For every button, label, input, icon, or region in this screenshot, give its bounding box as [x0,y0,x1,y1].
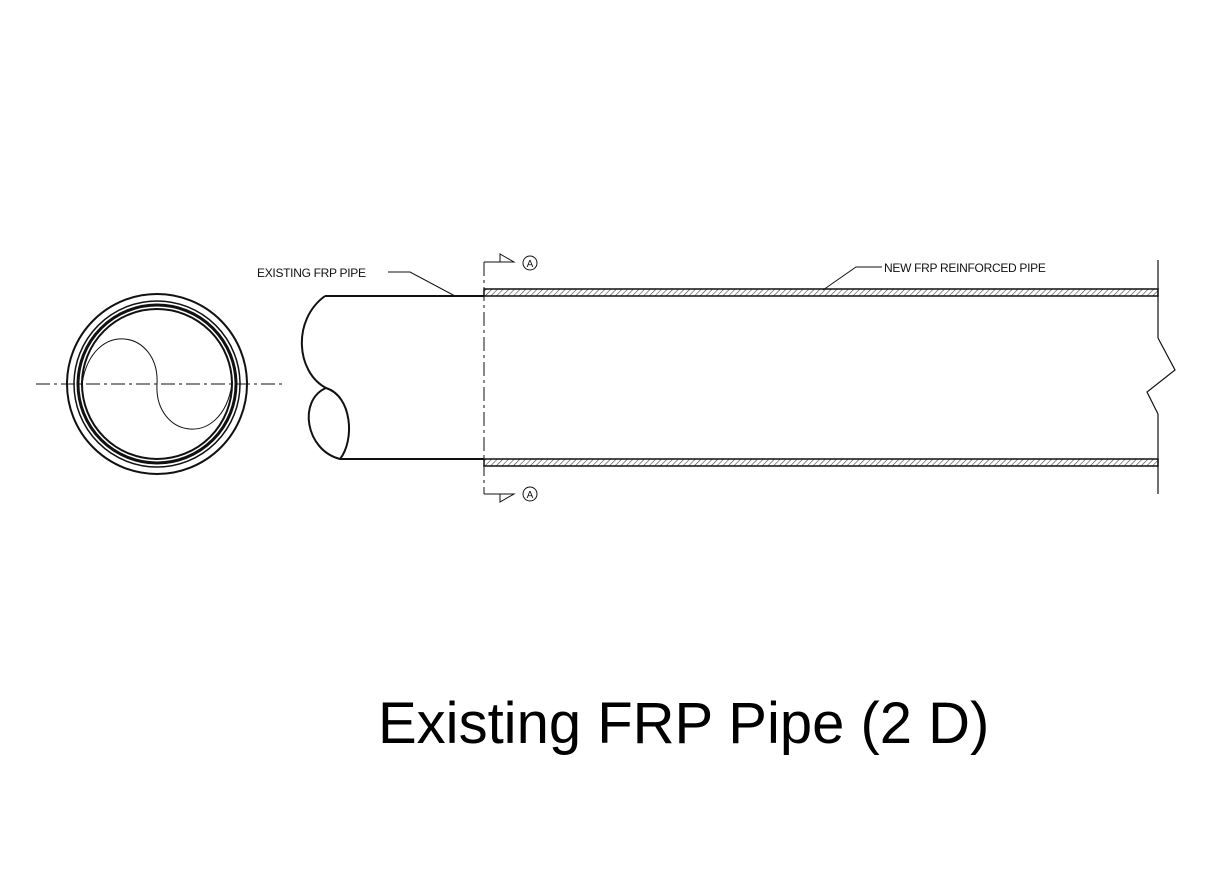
callout-new-pipe: NEW FRP REINFORCED PIPE [822,261,1046,291]
section-s-curve [81,338,233,430]
outer-wall-circle [66,293,248,475]
new-pipe-top-wall [483,288,1159,297]
break-line-lower-lobe [307,386,351,461]
right-break-line-zigzag [1146,337,1176,415]
section-label-top: A [527,259,534,270]
leader-existing-pipe [388,271,456,297]
new-pipe-bottom-wall [483,458,1159,467]
section-cut-a: A A [483,253,538,503]
section-bubble-bottom [522,486,538,502]
callout-existing-pipe-text: EXISTING FRP PIPE [257,266,366,280]
section-arrow-bottom-icon [499,493,516,503]
section-bubble-top [522,255,538,271]
callout-new-pipe-text: NEW FRP REINFORCED PIPE [884,261,1046,275]
leader-new-pipe [822,266,882,291]
page-title: Existing FRP Pipe (2 D) [378,691,990,756]
reinforcement-circle-mid [76,303,238,465]
section-arrow-top-icon [499,253,516,263]
existing-pipe-body [300,295,484,461]
callout-existing-pipe: EXISTING FRP PIPE [257,266,456,297]
new-pipe-body [483,260,1176,494]
reinforcement-circle-outer [73,300,241,468]
section-label-bottom: A [527,490,534,501]
break-line-upper [300,295,327,389]
pipe-cross-section [36,293,282,475]
